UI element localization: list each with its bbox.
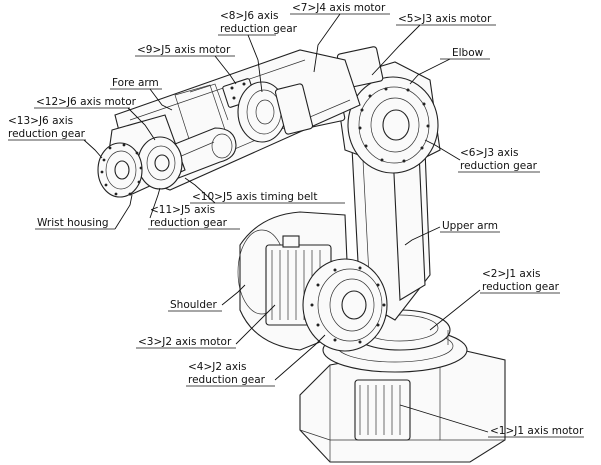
label-j5-gear-line2: reduction gear (150, 217, 228, 229)
label-j6-gear-line2: reduction gear (8, 128, 86, 140)
label-j1-gear-line1: <2>J1 axis (482, 268, 540, 280)
leader-lines (8, 13, 584, 438)
labels: <7>J4 axis motor <5>J3 axis motor <8>J6 … (8, 2, 584, 437)
label-j2-axis-motor: <3>J2 axis motor (138, 336, 232, 348)
label-j1-axis-motor: <1>J1 axis motor (490, 425, 584, 437)
j2-gear-part (302, 258, 388, 352)
label-j5-axis-motor: <9>J5 axis motor (137, 44, 231, 56)
label-j6-gear-top-line2: reduction gear (220, 23, 298, 35)
label-j4-axis-motor: <7>J4 axis motor (292, 2, 386, 14)
label-j1-gear-line2: reduction gear (482, 281, 560, 293)
j6-top-gear-part (237, 81, 314, 143)
elbow-part (334, 61, 441, 174)
label-j3-gear-line2: reduction gear (460, 160, 538, 172)
label-wrist-housing: Wrist housing (37, 217, 109, 229)
label-j5-timing-belt: <10>J5 axis timing belt (192, 191, 317, 203)
label-j6-axis-motor: <12>J6 axis motor (36, 96, 137, 108)
label-j6-gear-line1: <13>J6 axis (8, 115, 73, 127)
label-fore-arm: Fore arm (112, 77, 159, 89)
label-j3-gear-line1: <6>J3 axis (460, 147, 518, 159)
label-j2-gear-line2: reduction gear (188, 374, 266, 386)
label-elbow: Elbow (452, 47, 484, 59)
label-j3-axis-motor: <5>J3 axis motor (398, 13, 492, 25)
label-upper-arm: Upper arm (442, 220, 498, 232)
label-shoulder: Shoulder (170, 299, 217, 311)
label-j5-gear-line1: <11>J5 axis (150, 204, 215, 216)
label-j2-gear-line1: <4>J2 axis (188, 361, 246, 373)
label-j6-gear-top-line1: <8>J6 axis (220, 10, 278, 22)
